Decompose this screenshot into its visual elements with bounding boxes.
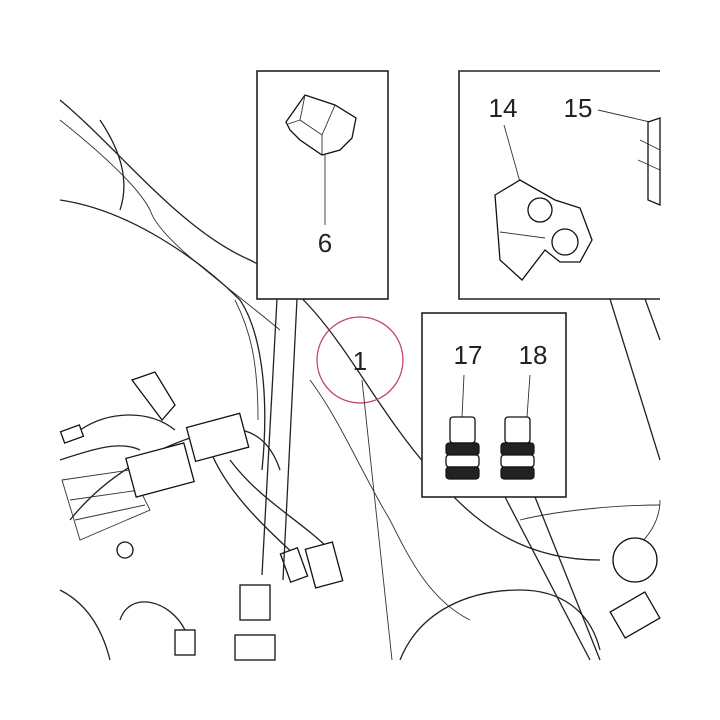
callout-box-14-15: 14 15: [458, 70, 661, 461]
highlight-circle: [316, 316, 404, 404]
callout-18: 18: [519, 340, 548, 370]
leader-15: [597, 109, 651, 123]
leader-14: [503, 124, 521, 183]
part-15-connector: [637, 117, 661, 206]
callout-17: 17: [454, 340, 483, 370]
callout-box-6: 6: [256, 70, 389, 581]
callout-box-17-18: 17 18: [421, 312, 601, 661]
callout-14: 14: [489, 93, 518, 123]
part-18-connector: [500, 416, 535, 480]
callout-1: 1: [353, 346, 367, 376]
part-17-connector: [445, 416, 480, 480]
part-14-holder: [494, 179, 593, 281]
callout-6: 6: [318, 228, 332, 258]
body-contours: [59, 99, 661, 661]
wiring-harness: [59, 371, 661, 661]
callout-15: 15: [564, 93, 593, 123]
part-6-clip: [285, 94, 357, 156]
leader-17: [461, 374, 465, 418]
leader-18: [526, 374, 531, 418]
callout-1-group: 1: [316, 316, 404, 661]
leader-1: [361, 379, 393, 661]
